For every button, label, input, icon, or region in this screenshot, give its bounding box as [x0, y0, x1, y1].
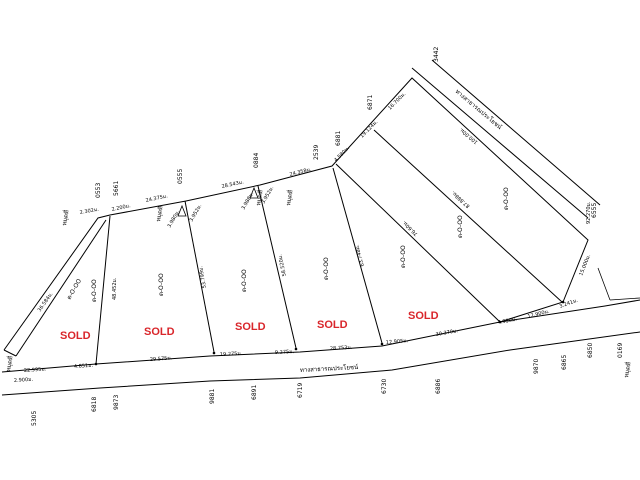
- dim-top-4: 28.543ม.: [221, 179, 245, 190]
- marker-top-8: 3442: [433, 47, 440, 62]
- survey-pegs: หมุดที่ หมุดที่ หมุดที่ หมุดที่ หมุดที่ …: [4, 186, 633, 378]
- dim-bottom-4: 19.275ม.: [220, 351, 243, 358]
- bottom-dimensions: 22.995ม. 4.851ม. 29.575ม. 19.275ม. 9.275…: [24, 298, 579, 374]
- dim-div-2: 58.520ม.: [277, 253, 288, 277]
- divider-dimensions: 53.799ม. 58.520ม. 63.748ม. 76.60ม. 87.88…: [198, 126, 592, 289]
- dim-top-6: 4.580ม.: [333, 145, 351, 163]
- peg-label-2: ต-O-OO: [158, 273, 165, 296]
- dim-div-4: 76.60ม.: [401, 219, 419, 237]
- marker-bottom-5: 6891: [251, 385, 258, 400]
- parcel-tag-6: หมุดที่: [622, 361, 633, 378]
- dim-bottom-5: 9.275ม.: [275, 349, 295, 356]
- dim-div-5: 87.888ม.: [450, 189, 471, 209]
- dim-bottom-11: 3.241ม.: [559, 298, 579, 310]
- dim-bottom-9: 4.950ม.: [497, 317, 517, 326]
- dim-div-8: 15.000ม.: [578, 253, 592, 276]
- dim-top-7: 19.124ม.: [359, 119, 379, 139]
- peg-label-4: ต-O-OO: [323, 257, 330, 280]
- plot-5-status: SOLD: [408, 310, 439, 322]
- peg-label-8: ต-O-OO: [66, 278, 84, 301]
- dim-bottom-2: 4.851ม.: [74, 363, 94, 370]
- dim-top-5: 24.358ม.: [289, 167, 313, 178]
- marker-bottom-11: 6850: [587, 343, 594, 358]
- dim-bottom-6: 28.753ม.: [330, 345, 353, 352]
- marker-bottom-6: 6719: [297, 383, 304, 398]
- dim-int-2: 3.952ม.: [189, 203, 204, 223]
- top-markers: 0553 5661 0555 0884 2539 6881 6871 3442 …: [95, 47, 598, 218]
- marker-bottom-2: 6818: [91, 397, 98, 412]
- marker-top-3: 0555: [177, 169, 184, 184]
- south-road-label: ทางสาธารณประโยชน์: [300, 363, 359, 374]
- plot-dividers: [95, 129, 563, 365]
- top-dimensions: 2.302ม. 2.200ม. 24.375ม. 28.543ม. 24.358…: [79, 91, 407, 216]
- marker-bottom-7: 6730: [381, 379, 388, 394]
- dim-top-3: 24.375ม.: [145, 193, 169, 204]
- dim-top-2: 2.200ม.: [111, 203, 131, 213]
- dim-left-3: 48.452ม.: [112, 277, 118, 300]
- boundary-dots: [94, 300, 565, 366]
- marker-top-4: 0884: [253, 153, 260, 168]
- parcel-tag-3: หมุดที่: [60, 209, 71, 226]
- parcel-tag-5: หมุดที่: [4, 355, 15, 372]
- marker-top-5: 2539: [313, 145, 320, 160]
- plot-3-status: SOLD: [235, 321, 266, 333]
- parcel-tag-4: หมุดที่: [284, 189, 295, 206]
- dim-int-3: 3.988ม.: [241, 191, 256, 211]
- peg-label-5: ต-O-OO: [400, 245, 407, 268]
- south-road: ทางสาธารณประโยชน์: [1, 299, 640, 396]
- marker-top-9: 6555: [591, 203, 598, 218]
- marker-bottom-8: 6886: [435, 379, 442, 394]
- marker-bottom-9: 9870: [533, 359, 540, 374]
- plot-1-status: SOLD: [60, 330, 91, 342]
- parcel-tag-1: หมุดที่: [154, 205, 165, 222]
- dim-div-1: 53.799ม.: [198, 265, 208, 288]
- plot-4-status: SOLD: [317, 319, 348, 331]
- dim-top-1: 2.302ม.: [79, 207, 99, 216]
- dim-bottom-1: 22.995ม.: [24, 366, 47, 374]
- plot-2-status: SOLD: [144, 326, 175, 338]
- parcel-tag-2: หมุดที่: [254, 189, 265, 206]
- dim-div-6: 100.00ม.: [458, 126, 479, 145]
- dim-int-1: 3.980ม.: [167, 209, 182, 229]
- sold-labels: SOLD SOLD SOLD SOLD SOLD: [60, 310, 439, 342]
- marker-top-6: 6881: [335, 131, 342, 146]
- marker-bottom-12: 0169: [617, 343, 624, 358]
- marker-bottom-10: 6865: [561, 355, 568, 370]
- marker-bottom-3: 9873: [113, 395, 120, 410]
- dim-bottom-3: 29.575ม.: [150, 355, 173, 363]
- marker-top-1: 0553: [95, 183, 102, 198]
- dim-bottom-8: 30.370ม.: [435, 328, 458, 338]
- marker-top-2: 5661: [113, 181, 120, 196]
- marker-bottom-1: 5305: [31, 411, 38, 426]
- peg-label-1: ต-O-OO: [91, 279, 98, 302]
- marker-top-7: 6871: [367, 95, 374, 110]
- parcel-boundary: [3, 77, 640, 357]
- peg-label-7: ต-O-OO: [503, 187, 510, 210]
- marker-bottom-4: 9881: [209, 389, 216, 404]
- dim-bottom-7: 12.905ม.: [386, 338, 409, 346]
- dim-left-1: 2.900ม.: [14, 377, 34, 384]
- dim-div-3: 63.748ม.: [354, 243, 366, 267]
- peg-label-3: ต-O-OO: [241, 269, 248, 292]
- dim-bottom-10: 12.900ม.: [527, 309, 551, 320]
- dim-div-7: 92.270ม.: [586, 201, 592, 224]
- bottom-markers: 5305 6818 9873 9881 6891 6719 6730 6886 …: [31, 343, 624, 426]
- peg-label-6: ต-O-OO: [457, 215, 464, 238]
